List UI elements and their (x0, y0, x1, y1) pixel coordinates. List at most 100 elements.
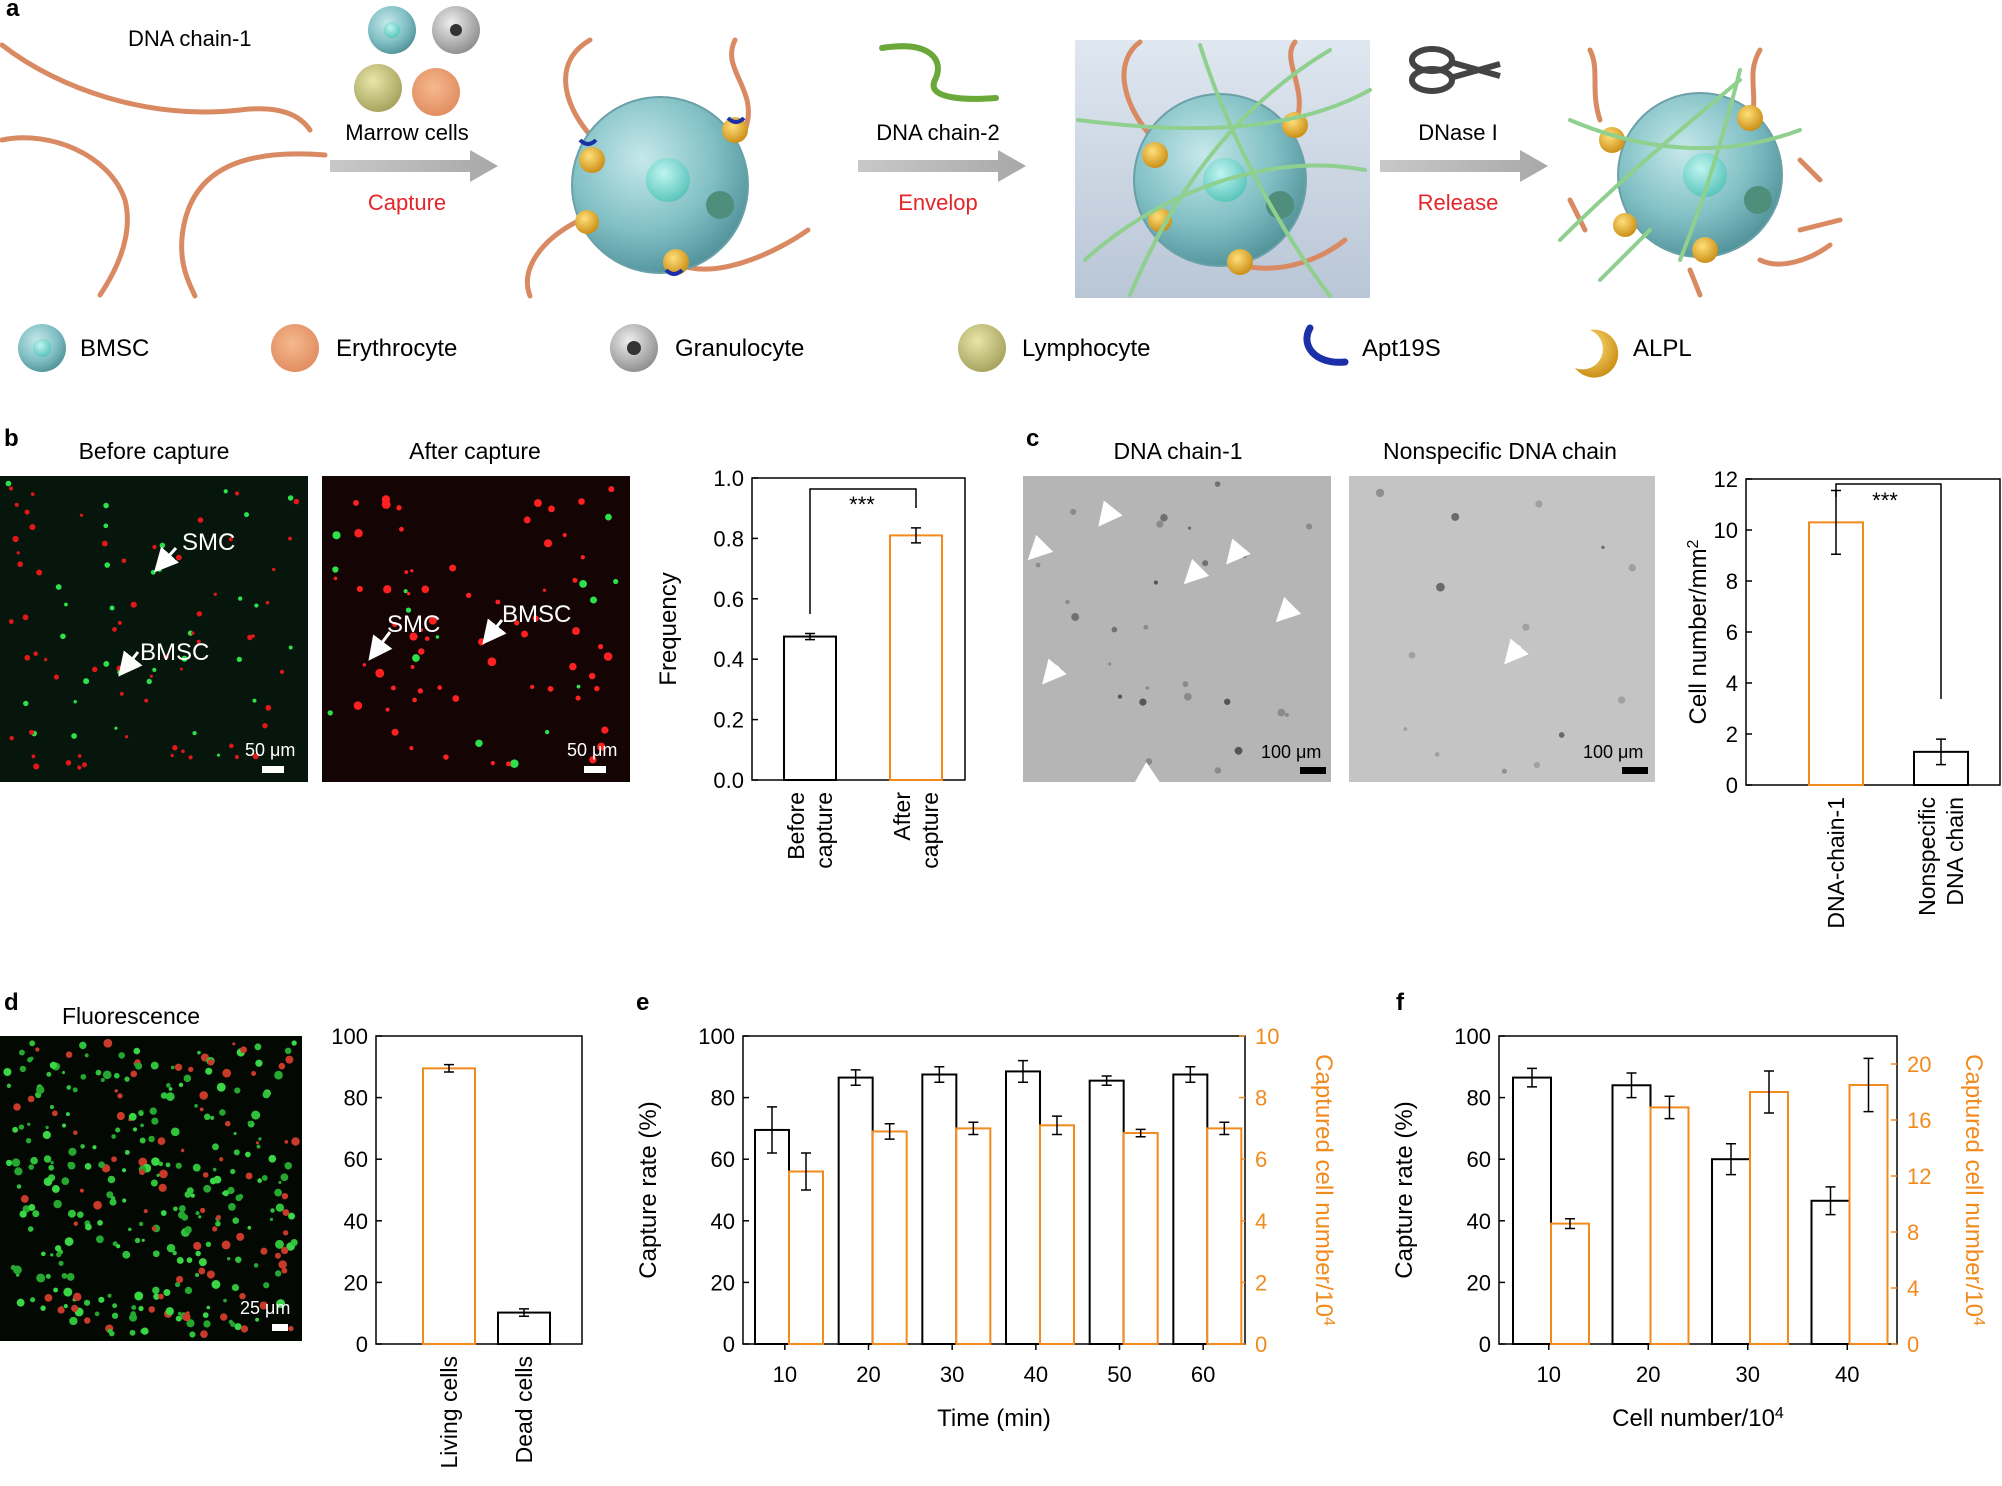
cell-dot (73, 700, 77, 704)
cell-dot (186, 1257, 193, 1263)
cell-dot (580, 555, 585, 560)
cell-dot (176, 1256, 184, 1264)
cell-dot (199, 1091, 209, 1100)
legend-item-granulocyte: Granulocyte (610, 324, 804, 372)
cell-shadow (1183, 692, 1192, 701)
label-smc: SMC (387, 611, 440, 638)
cell-dot (562, 533, 567, 538)
cell-shadow (1202, 560, 1209, 567)
cell-dot (327, 710, 333, 716)
cell-dot (148, 1306, 156, 1313)
cell-dot (158, 1161, 163, 1167)
cell-dot (36, 1273, 46, 1283)
cell-dot (79, 1041, 87, 1050)
error-bar (1185, 1066, 1196, 1083)
cell-dot (184, 1226, 192, 1234)
cell-dot (603, 652, 613, 661)
cell-dot (465, 592, 472, 599)
cell-dot (195, 1211, 200, 1216)
cell-dot (212, 1167, 217, 1172)
cell-dot (381, 495, 391, 504)
cell-dot (179, 667, 183, 671)
y-tick-label: 0 (723, 1332, 735, 1357)
cell-dot (103, 660, 110, 667)
error-bar (1825, 1186, 1836, 1216)
cell-dot (83, 1317, 91, 1324)
cell-dot (65, 1112, 70, 1117)
cell-dot (543, 539, 553, 548)
cell-dot (79, 513, 84, 517)
cell-dot (130, 1070, 138, 1078)
cell-dot (103, 1038, 113, 1048)
cell-dot (114, 1089, 119, 1093)
cell-dot (231, 1283, 240, 1292)
cell-dot (206, 1305, 211, 1310)
cell-dot (12, 1126, 19, 1133)
error-bar (1018, 1059, 1028, 1083)
bar (921, 1073, 958, 1345)
cell-dot (195, 1250, 201, 1257)
cell-dot (30, 492, 35, 496)
cell-dot (288, 536, 292, 541)
cell-dot (232, 1217, 240, 1224)
cell-dot (172, 745, 178, 751)
cell-dot (10, 1264, 16, 1271)
cell-dot (63, 1304, 68, 1309)
x-category-label: Dead cells (511, 1356, 537, 1463)
x-tick-label: 50 (1107, 1362, 1131, 1387)
cell-dot (449, 564, 457, 572)
cell-dot (128, 1112, 137, 1121)
cell-dot (63, 1287, 73, 1297)
cell-dot (58, 1260, 64, 1266)
y-tick-label: 20 (1467, 1270, 1491, 1295)
debris (1403, 727, 1408, 731)
debris (1451, 512, 1460, 521)
cell-dot (32, 1210, 40, 1218)
step-envelop-bottom: Envelop (898, 190, 978, 215)
cell-shadow (1242, 552, 1248, 558)
apt19s-icon (1303, 324, 1349, 366)
y-tick-label: 10 (1714, 518, 1738, 543)
legend-item-alpl: ALPL (1575, 329, 1692, 378)
cell-dot (409, 632, 418, 641)
micrograph-after-capture: SMC BMSC 50 μm (322, 476, 630, 782)
cell-dot (27, 1122, 31, 1126)
cell-dot (181, 749, 185, 754)
cell-dot (46, 1071, 52, 1077)
cell-dot (165, 1162, 171, 1168)
scale-bar (1300, 767, 1326, 774)
cell-dot (240, 1325, 249, 1333)
cell-dot (547, 686, 554, 692)
cell-dot (542, 588, 547, 592)
bar (754, 1128, 790, 1345)
cell-dot (24, 509, 30, 515)
panel-letter-d: d (4, 989, 19, 1016)
cell-dot (288, 645, 293, 650)
cell-dot (424, 636, 430, 641)
cell-dot (189, 1331, 196, 1338)
cell-dot (106, 1191, 114, 1199)
cell-dot (215, 1220, 221, 1227)
cell-dot (5, 1159, 13, 1167)
cell-dot (156, 1173, 160, 1177)
legend-label: BMSC (80, 335, 149, 362)
scale-bar-label: 100 μm (1261, 742, 1321, 762)
bar (1808, 521, 1864, 786)
cell-dot (98, 1296, 105, 1303)
cell-dot (134, 1291, 144, 1301)
step-capture-top: Marrow cells (345, 120, 468, 145)
cell-dot (412, 654, 420, 662)
cell-shadow (1117, 694, 1123, 699)
micrograph-before-capture: SMC BMSC 50 μm (0, 476, 308, 782)
y-tick-label: 100 (698, 1024, 735, 1049)
cell-shadow (1187, 526, 1192, 530)
cell-dot (14, 1167, 23, 1176)
x-tick-label: 10 (1537, 1362, 1561, 1387)
cell-dot (66, 1272, 75, 1281)
cell-dot (548, 505, 555, 513)
released-bmsc-illustration (1558, 47, 1843, 298)
cell-dot (375, 668, 385, 678)
x-tick-label: 10 (773, 1362, 797, 1387)
legend-label: Erythrocyte (336, 335, 457, 362)
